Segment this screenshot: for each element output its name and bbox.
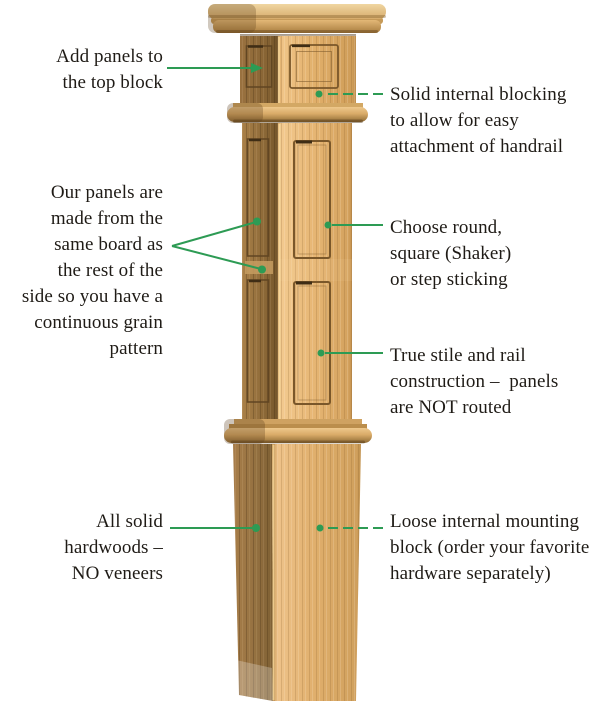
annotation-sticking: Choose round, square (Shaker) or step st… <box>390 217 512 290</box>
annotation-mounting-block: Loose internal mounting block (order you… <box>390 511 590 584</box>
connector-same-board <box>171 217 266 274</box>
connector-add-panels <box>167 63 263 73</box>
dot-endpoint-icon <box>324 221 332 229</box>
connector-mounting-block <box>316 524 383 532</box>
dot-endpoint-icon <box>252 524 260 532</box>
annotation-stile-rail: True stile and rail construction – panel… <box>390 345 559 418</box>
connector-solid-blocking <box>315 90 383 98</box>
post-top-block <box>240 36 356 106</box>
dot-endpoint-icon <box>258 265 266 274</box>
dot-endpoint-icon <box>253 217 261 226</box>
annotation-add-panels: Add panels to the top block <box>56 46 163 93</box>
annotation-hardwoods: All solid hardwoods – NO veneers <box>64 511 163 584</box>
annotation-same-board: Our panels are made from the same board … <box>21 182 163 359</box>
dot-endpoint-icon <box>317 349 325 357</box>
dot-endpoint-icon <box>315 90 323 98</box>
callout-connectors <box>167 63 383 532</box>
connector-sticking <box>324 221 383 229</box>
dot-endpoint-icon <box>316 524 324 532</box>
connector-hardwoods <box>170 524 260 532</box>
post-base-block <box>233 444 361 701</box>
arrowhead-icon <box>251 63 263 73</box>
annotation-solid-blocking: Solid internal blocking to allow for eas… <box>390 84 567 157</box>
post-shaft <box>242 123 352 425</box>
connector-stile-rail <box>317 349 383 357</box>
